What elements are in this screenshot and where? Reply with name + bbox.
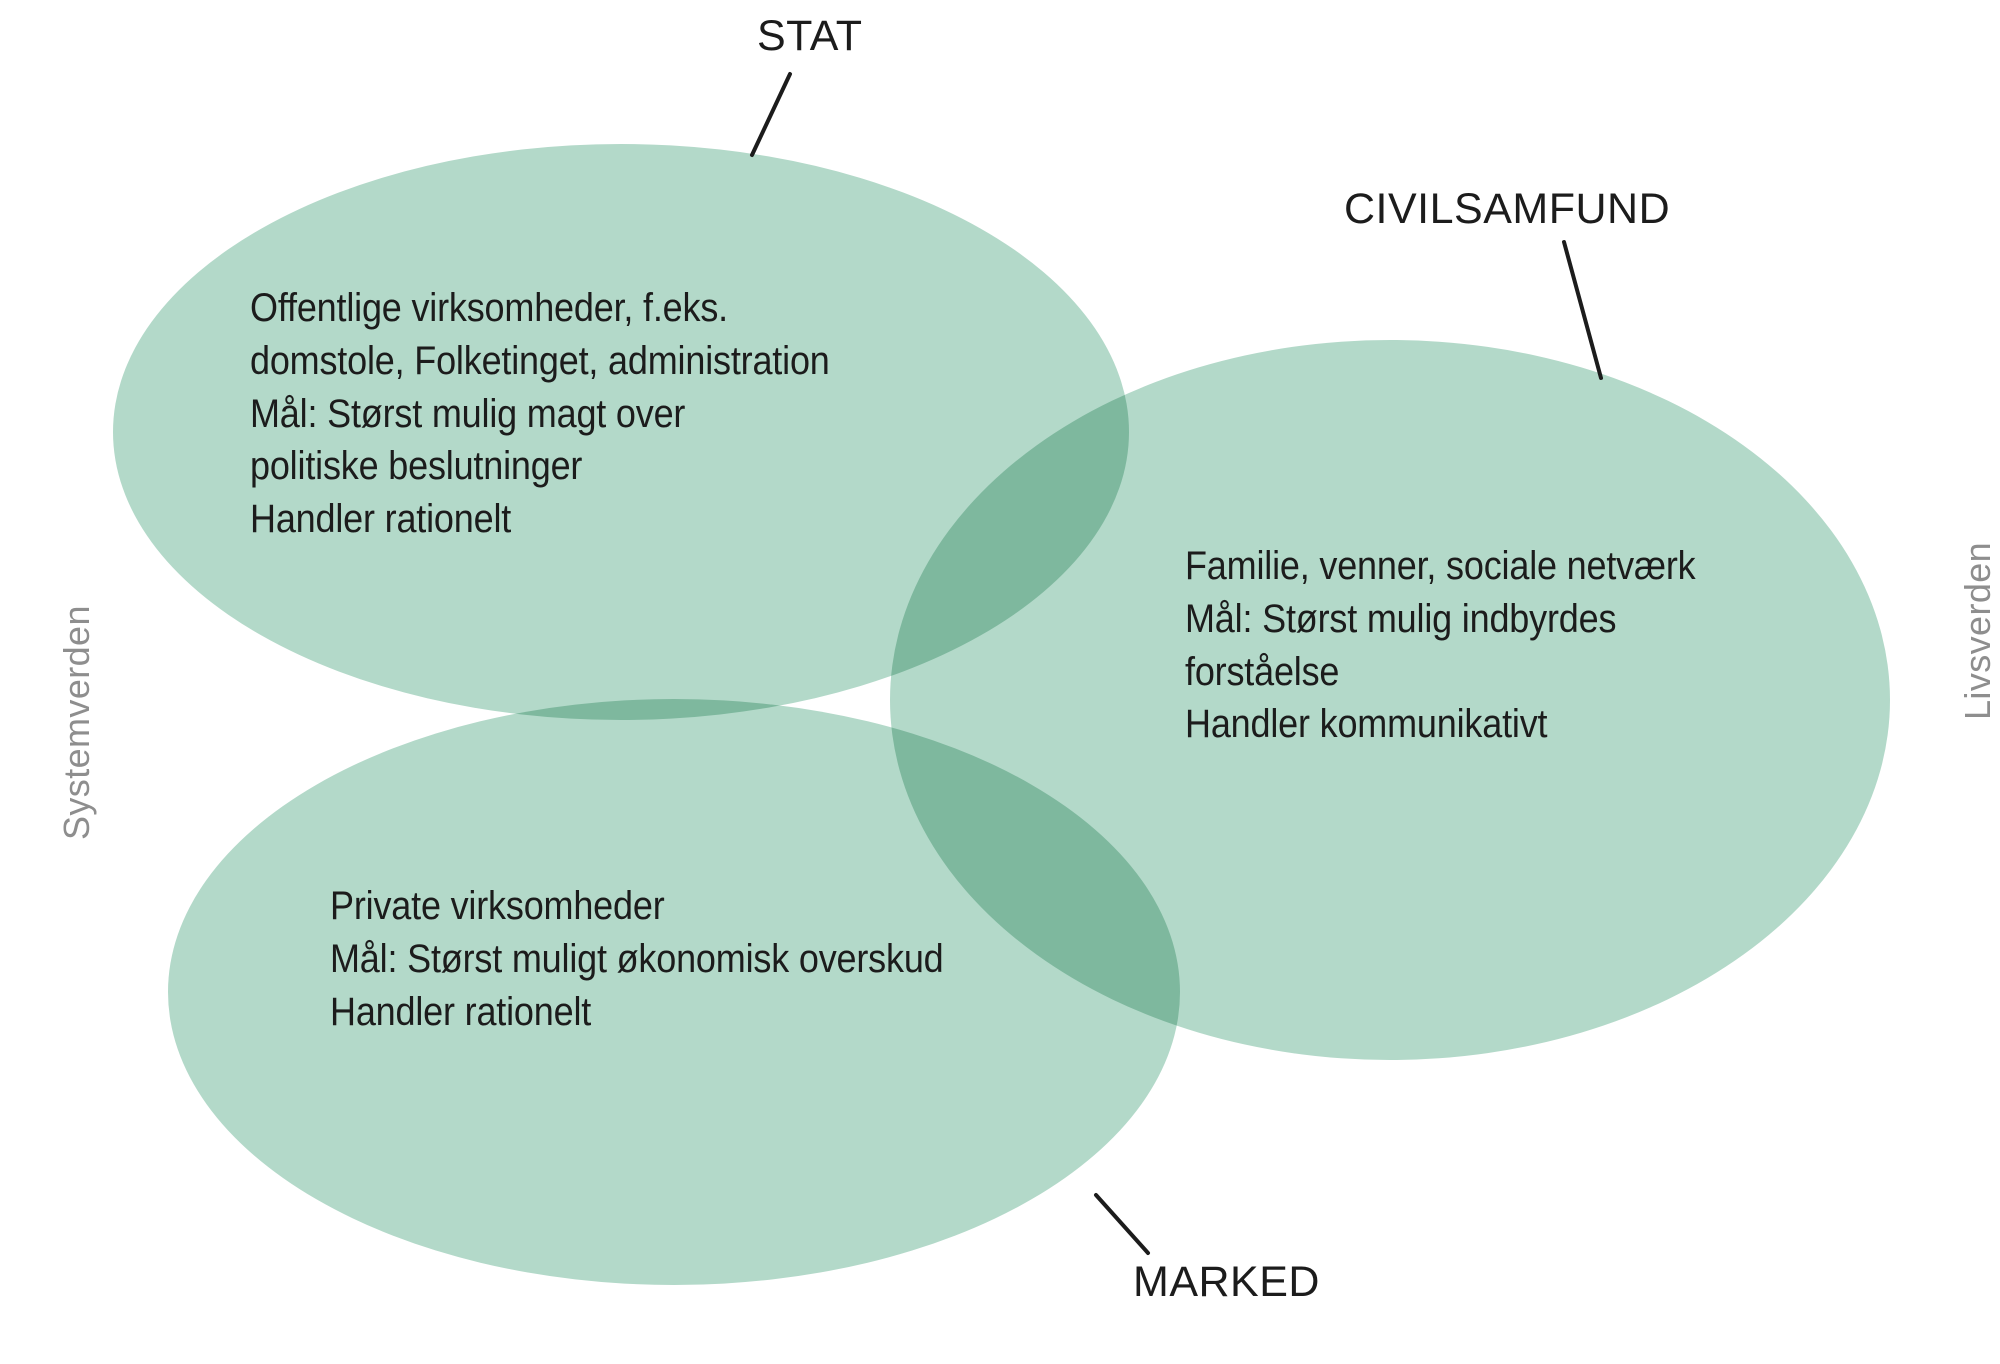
side-label-systemverden: Systemverden <box>56 605 97 840</box>
set-text-stat: Offentlige virksomheder, f.eks. domstole… <box>250 286 830 542</box>
set-text-marked: Private virksomheder Mål: Størst muligt … <box>330 884 944 1034</box>
leader-line-marked <box>1094 1193 1150 1255</box>
leader-line-group <box>750 72 1603 1255</box>
ellipse-group <box>113 144 1890 1285</box>
side-label-livsverden: Livsverden <box>1957 541 1998 720</box>
leader-line-civilsamfund <box>1562 240 1603 380</box>
callout-label-stat: STAT <box>757 12 863 60</box>
leader-line-stat <box>750 72 792 157</box>
ellipse-marked <box>168 699 1180 1285</box>
ellipse-stat <box>113 144 1129 720</box>
callout-label-civilsamfund: CIVILSAMFUND <box>1344 185 1671 233</box>
set-text-civilsamfund: Familie, venner, sociale netværk Mål: St… <box>1185 544 1696 747</box>
callout-label-marked: MARKED <box>1133 1258 1320 1306</box>
